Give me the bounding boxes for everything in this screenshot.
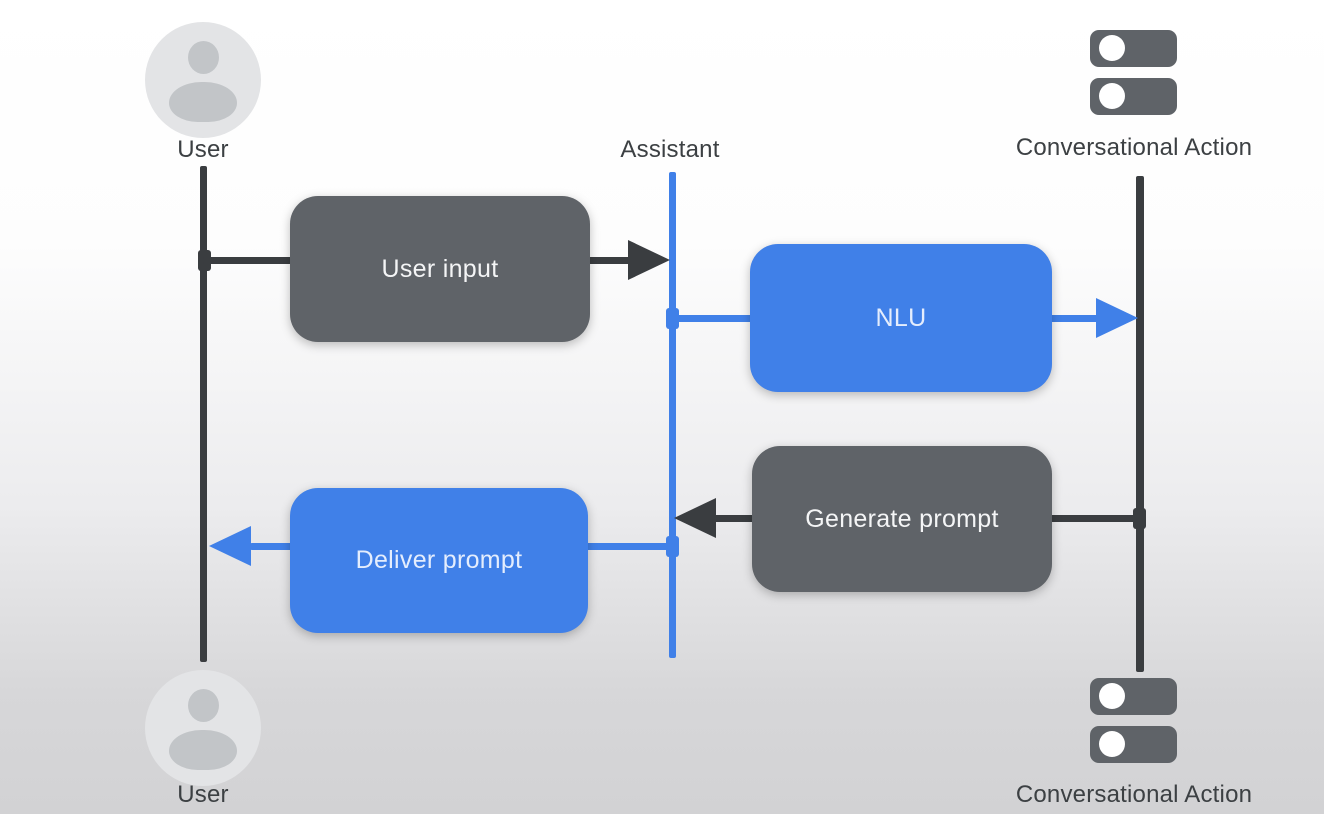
toggle-dot <box>1099 683 1125 709</box>
avatar-torso-shape <box>169 82 237 122</box>
deliver-prompt-box: Deliver prompt <box>290 488 588 633</box>
toggle-dot <box>1099 731 1125 757</box>
user-lifeline <box>200 166 207 662</box>
conversational-action-lane-label-top: Conversational Action <box>1015 134 1253 161</box>
toggle-row <box>1090 678 1177 715</box>
nlu-box-label: NLU <box>875 303 927 332</box>
arrowhead-right-icon <box>628 240 670 280</box>
user-input-box: User input <box>290 196 590 342</box>
user-input-box-label: User input <box>381 254 499 283</box>
deliver-prompt-box-label: Deliver prompt <box>355 546 523 574</box>
user-lane-label-bottom: User <box>177 781 229 808</box>
arrowhead-right-icon <box>1096 298 1138 338</box>
toggle-switches-icon <box>1090 30 1177 115</box>
message-origin-nub <box>666 308 679 329</box>
nlu-box: NLU <box>750 244 1052 392</box>
user-avatar-icon <box>145 22 261 138</box>
generate-prompt-box-label: Generate prompt <box>805 504 999 533</box>
message-origin-nub <box>666 536 679 557</box>
generate-prompt-box: Generate prompt <box>752 446 1052 592</box>
toggle-switches-icon-bottom <box>1090 678 1177 763</box>
arrowhead-left-icon <box>674 498 716 538</box>
toggle-dot <box>1099 35 1125 61</box>
user-lane-label-top: User <box>177 136 229 163</box>
avatar-torso-shape <box>169 730 237 770</box>
arrowhead-left-icon <box>209 526 251 566</box>
conversational-action-lane-label-bottom: Conversational Action <box>1015 781 1253 808</box>
assistant-lifeline <box>669 172 676 658</box>
toggle-row <box>1090 30 1177 67</box>
toggle-dot <box>1099 83 1125 109</box>
toggle-row <box>1090 726 1177 763</box>
toggle-row <box>1090 78 1177 115</box>
user-avatar-icon-bottom <box>145 670 261 786</box>
avatar-head-shape <box>188 689 219 722</box>
avatar-head-shape <box>188 41 219 74</box>
conversational-action-lifeline <box>1136 176 1144 672</box>
assistant-lane-label: Assistant <box>620 136 720 163</box>
